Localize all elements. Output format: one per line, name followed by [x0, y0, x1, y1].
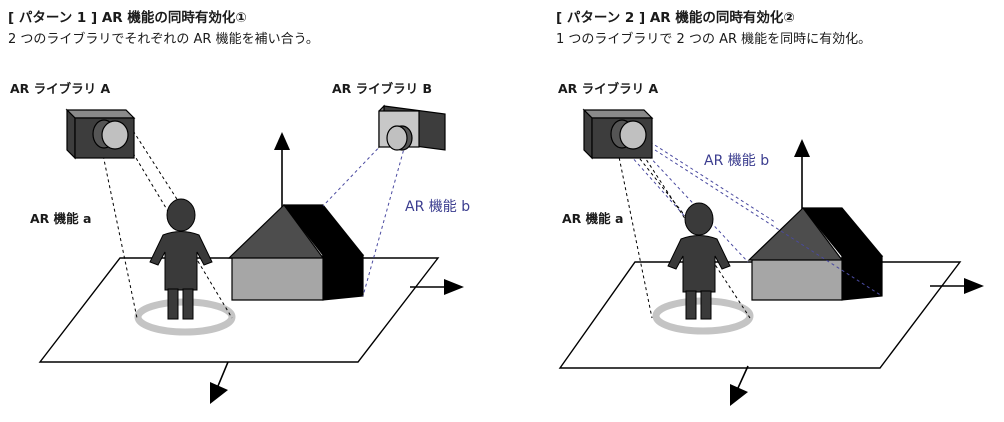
- feature-a-label: AR 機能 a: [562, 211, 624, 226]
- pattern1-scene: [38, 104, 464, 404]
- house-icon: [747, 207, 884, 301]
- axis-arrow-icon: [210, 132, 464, 404]
- axis-arrow-icon: [730, 139, 984, 406]
- camera-a-sightlines: [101, 125, 233, 319]
- pattern2-panel: [ パターン 2 ] AR 機能の同時有効化② 1 つのライブラリで 2 つの …: [548, 0, 1004, 422]
- feature-b-label: AR 機能 b: [405, 199, 471, 215]
- camera-b-sightlines: [322, 139, 406, 297]
- pattern1-panel: [ パターン 1 ] AR 機能の同時有効化① 2 つのライブラリでそれぞれの …: [0, 0, 480, 422]
- pattern1-subtitle: 2 つのライブラリでそれぞれの AR 機能を補い合う。: [8, 32, 319, 47]
- pattern2-subtitle: 1 つのライブラリで 2 つの AR 機能を同時に有効化。: [556, 32, 872, 47]
- library-a-label: AR ライブラリ A: [558, 81, 659, 96]
- camera-icon: [378, 104, 446, 151]
- house-icon: [227, 204, 365, 301]
- camera-icon: [65, 108, 136, 160]
- feature-b-label: AR 機能 b: [704, 153, 770, 169]
- camera-icon: [582, 108, 654, 160]
- camera-a-sightlines: [617, 139, 751, 319]
- library-a-label: AR ライブラリ A: [10, 81, 111, 96]
- pattern2-title: [ パターン 2 ] AR 機能の同時有効化②: [556, 10, 795, 26]
- library-b-label: AR ライブラリ B: [332, 81, 433, 96]
- pattern1-title: [ パターン 1 ] AR 機能の同時有効化①: [8, 10, 247, 26]
- person-icon: [149, 198, 213, 320]
- pattern2-scene: [558, 108, 984, 406]
- person-icon: [667, 202, 731, 320]
- feature-a-label: AR 機能 a: [30, 211, 92, 226]
